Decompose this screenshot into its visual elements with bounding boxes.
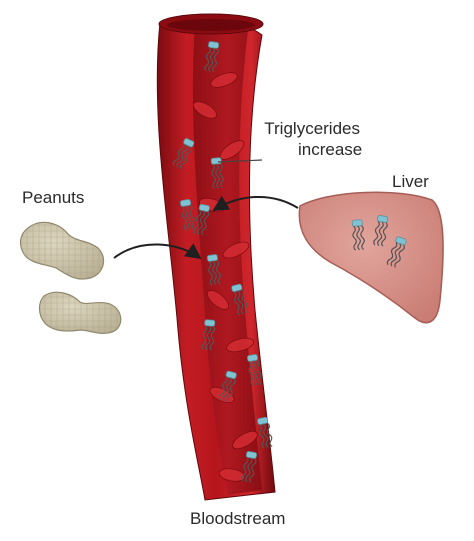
label-bloodstream: Bloodstream [190, 509, 286, 528]
peanut-icon [19, 221, 105, 280]
label-triglycerides-line1: Triglycerides [264, 119, 360, 138]
label-liver: Liver [392, 172, 429, 191]
liver-shape [298, 191, 444, 324]
peanut-icon [38, 291, 122, 334]
label-triglycerides-line2: increase [298, 140, 363, 159]
label-triglycerides-increase: Triglycerides increase [262, 118, 362, 160]
arrow-liver-to-bloodstream [212, 195, 299, 212]
label-peanuts: Peanuts [22, 188, 85, 207]
arrow-peanuts-to-bloodstream [113, 243, 202, 260]
liver-organ [298, 191, 444, 324]
leader-line-triglycerides [217, 159, 263, 163]
